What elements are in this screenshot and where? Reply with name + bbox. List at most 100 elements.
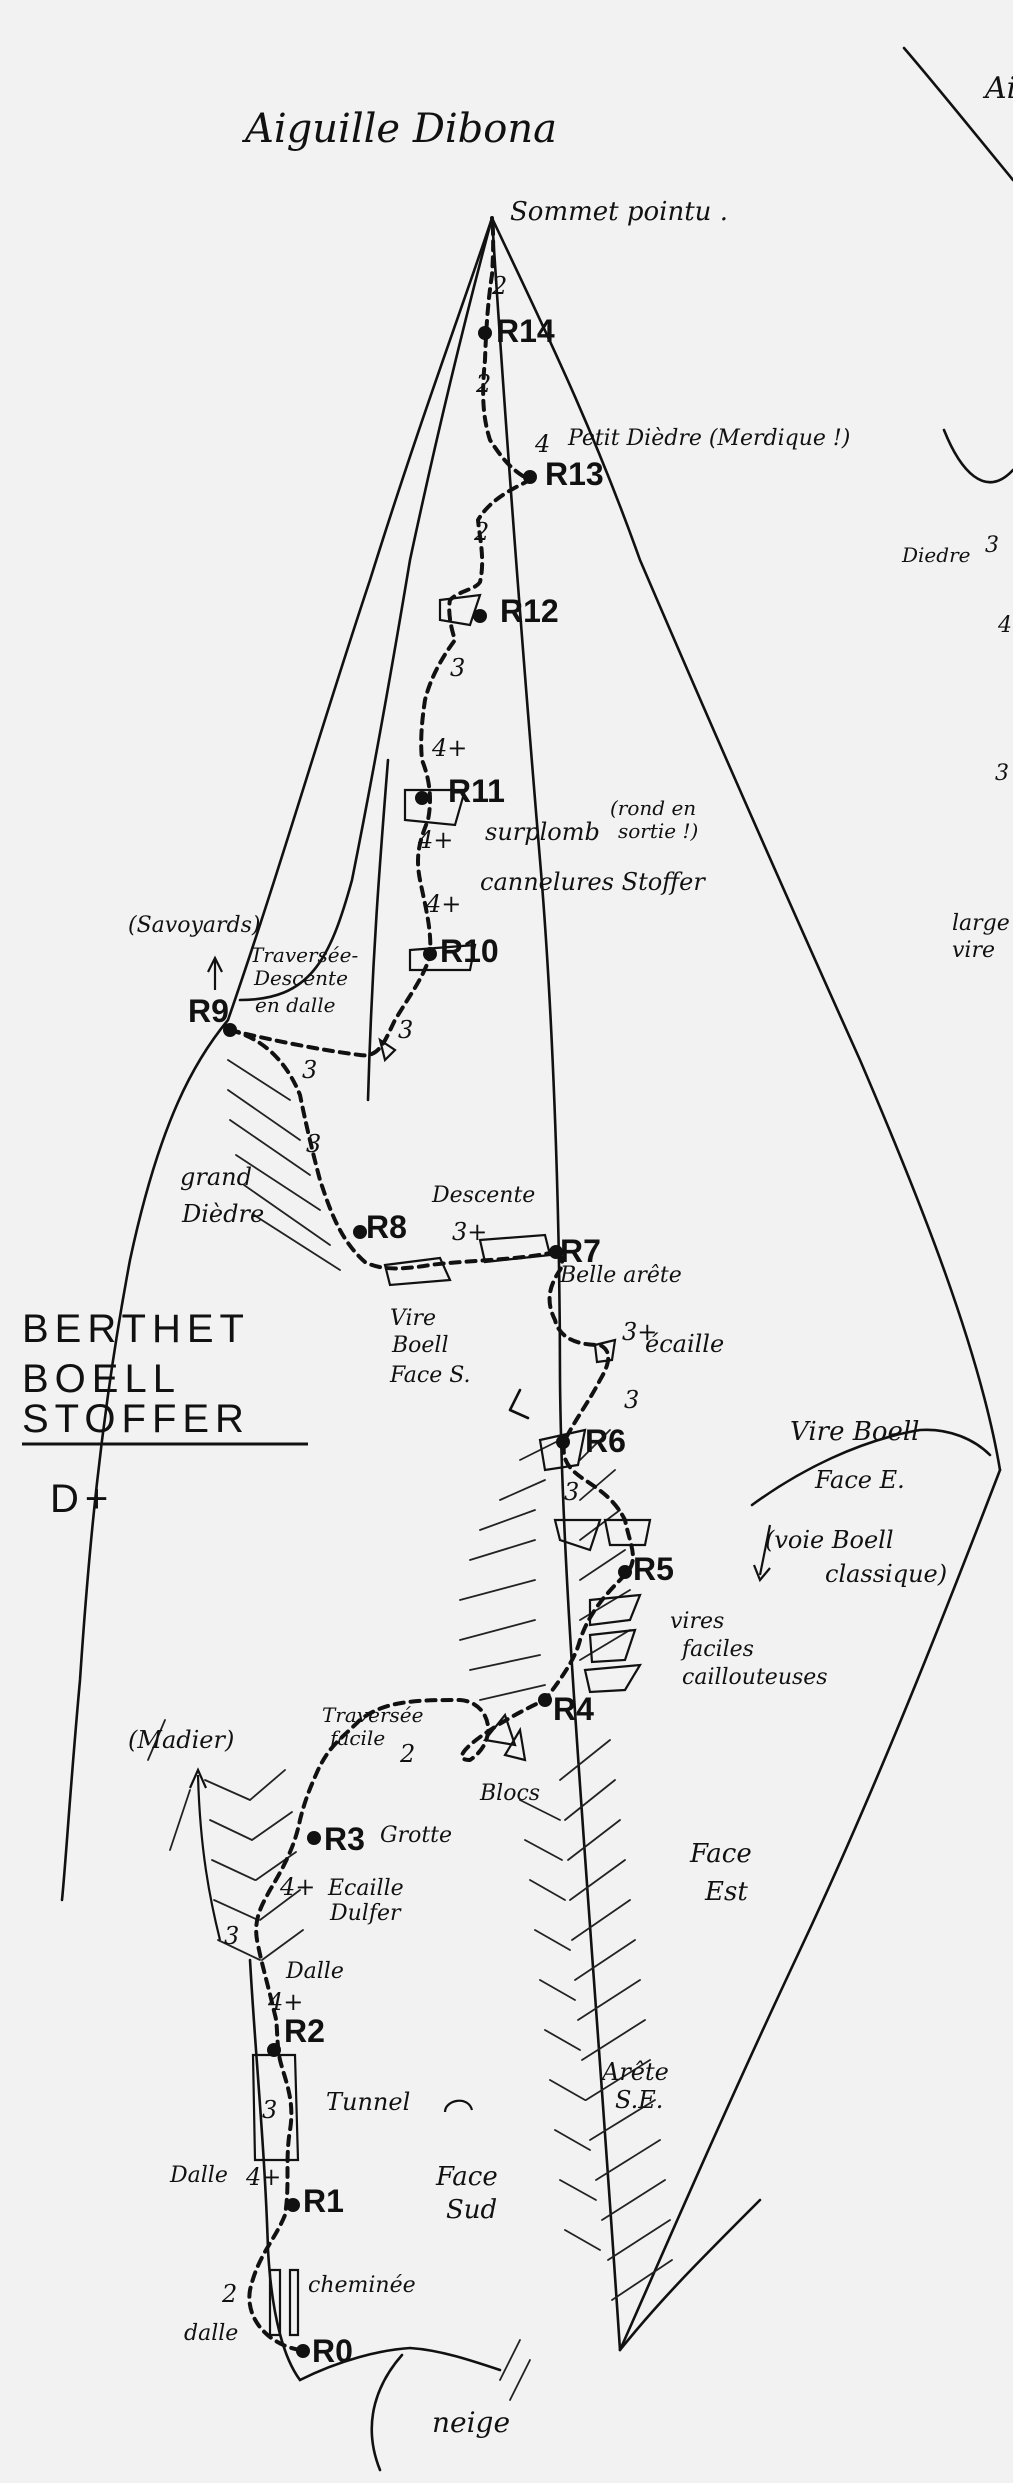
arete-se-1: Arête xyxy=(600,2058,669,2086)
author-1: BERTHET xyxy=(22,1307,250,1351)
voie-boell-2: classique) xyxy=(825,1560,947,1588)
grade-dalle-r0: 2 xyxy=(221,2280,237,2308)
face-est-1: Face xyxy=(689,1839,752,1869)
grade-r2-left: 3 xyxy=(224,1922,239,1950)
tunnel-label: Tunnel xyxy=(326,2088,410,2116)
ecaille-dulfer-2: Dulfer xyxy=(329,1901,402,1926)
grade-r2-above: 4+ xyxy=(267,1988,303,2016)
arete-se-2: S.E. xyxy=(615,2086,663,2114)
traversee-facile-1: Traversée xyxy=(322,1703,423,1727)
mountain-outline xyxy=(60,46,1013,2472)
diedre-right-grade: 3 xyxy=(985,533,999,558)
grade-r11-above: 4+ xyxy=(431,734,467,762)
savoyards-label: (Savoyards) xyxy=(128,913,260,938)
relay-r3: R3 xyxy=(324,1821,365,1857)
grade-r13-below: 2 xyxy=(473,518,489,546)
grade-r10-below: 3 xyxy=(398,1016,413,1044)
author-3: STOFFER xyxy=(22,1397,250,1441)
grade-r3-r4: 2 xyxy=(399,1740,415,1768)
madier-label: (Madier) xyxy=(128,1726,234,1754)
cheminee-label: cheminée xyxy=(308,2273,416,2298)
relay-r5: R5 xyxy=(633,1551,674,1587)
grade-r12-below: 3 xyxy=(450,654,465,682)
summit-label: Sommet pointu . xyxy=(510,197,728,227)
face-hatching xyxy=(147,1059,673,2401)
dalle-label: Dalle xyxy=(285,1959,344,1984)
face-sud-2: Sud xyxy=(446,2195,497,2225)
grade-tunnel: 3 xyxy=(262,2096,277,2124)
relay-r1: R1 xyxy=(303,2183,344,2219)
neige-label: neige xyxy=(432,2406,510,2439)
descente-label: Descente xyxy=(431,1183,535,1208)
grand-diedre-label-1: grand xyxy=(180,1163,252,1191)
face-est-2: Est xyxy=(704,1877,748,1907)
grade-r9-b: 3 xyxy=(306,1130,321,1158)
ecaille-dulfer-1: Ecaille xyxy=(327,1876,404,1901)
route-line-upper xyxy=(228,216,557,1271)
grade-r10-above: 4+ xyxy=(425,890,461,918)
relay-r4: R4 xyxy=(553,1691,594,1727)
relay-r14: R14 xyxy=(496,313,555,349)
grade-r14-below: 2 xyxy=(475,370,491,398)
grand-diedre-label-2: Dièdre xyxy=(181,1200,264,1228)
surplomb-label: surplomb xyxy=(485,818,600,846)
grade-r11-below: 4+ xyxy=(417,826,453,854)
face-e-label: Face E. xyxy=(814,1466,905,1494)
traversee-label-2: Descente xyxy=(253,966,348,990)
large-label-1: large xyxy=(952,911,1010,936)
grade-r6-below: 3 xyxy=(564,1478,579,1506)
vire-boell-s-3: Face S. xyxy=(389,1363,471,1388)
annotations: Aiguille Dibona Ai Sommet pointu . Petit… xyxy=(128,71,1013,2439)
vires-label-1: vires xyxy=(670,1609,724,1634)
title-partial: Ai xyxy=(982,71,1013,106)
large-label-2: vire xyxy=(952,938,995,963)
vire-boell-e-label: Vire Boell xyxy=(790,1417,920,1447)
author-2: BOELL xyxy=(22,1357,181,1401)
relay-r2: R2 xyxy=(284,2013,325,2049)
relay-r12: R12 xyxy=(500,593,559,629)
blocs-label: Blocs xyxy=(479,1781,540,1806)
grade-r7-below: 3+ xyxy=(622,1318,657,1346)
surplomb-note-1: (rond en xyxy=(610,796,696,820)
authors-block: BERTHET BOELL STOFFER D+ xyxy=(22,1307,308,1521)
dalle-r0-label: dalle xyxy=(184,2321,238,2346)
relay-r11: R11 xyxy=(448,773,505,809)
grade-dalle-r1: 4+ xyxy=(245,2163,281,2191)
vire-boell-s-2: Boell xyxy=(391,1333,449,1358)
title: Aiguille Dibona xyxy=(241,106,557,152)
relay-r10: R10 xyxy=(440,933,499,969)
relay-r8: R8 xyxy=(366,1209,407,1245)
grade-r14-above: 2 xyxy=(491,272,507,300)
ecaille-label: écaille xyxy=(645,1330,724,1358)
vires-label-2: faciles xyxy=(680,1637,754,1662)
dalle-r1-label: Dalle xyxy=(169,2163,228,2188)
exit-arrows xyxy=(188,955,772,1941)
relay-r7: R7 xyxy=(560,1233,601,1269)
route-line xyxy=(247,1250,635,2352)
relay-labels: R0 R1 R2 R3 R4 R5 R6 R7 R8 R9 R10 R11 R1… xyxy=(188,313,674,2369)
traversee-label-3: en dalle xyxy=(255,993,335,1017)
grade-r13-above: 4 xyxy=(534,430,550,458)
grade-overall: D+ xyxy=(50,1477,114,1521)
grade-r6-above: 3 xyxy=(624,1386,639,1414)
grade-r7-left: 3+ xyxy=(452,1218,487,1246)
surplomb-note-2: sortie !) xyxy=(618,819,698,843)
grotte-label: Grotte xyxy=(380,1823,452,1848)
grade-r9-a: 3 xyxy=(302,1056,317,1084)
petit-diedre-label: Petit Dièdre (Merdique !) xyxy=(567,426,850,451)
vires-label-3: caillouteuses xyxy=(682,1665,828,1690)
right-grade-4: 4 xyxy=(997,613,1012,638)
grade-r3-below: 4+ xyxy=(279,1873,315,1901)
pitch-grades: 2 2 4 2 3 4+ 4+ 4+ 3 3 3 3+ 3+ 3 3 2 4+ … xyxy=(221,272,657,2308)
relay-r9: R9 xyxy=(188,993,229,1029)
cannelures-label: cannelures Stoffer xyxy=(480,868,706,896)
vire-boell-s-1: Vire xyxy=(390,1306,436,1331)
traversee-label-1: Traversée- xyxy=(250,943,358,967)
voie-boell-1: (voie Boell xyxy=(765,1526,894,1554)
relay-r13: R13 xyxy=(545,456,604,492)
right-grade-3: 3 xyxy=(995,761,1009,786)
relay-r6: R6 xyxy=(585,1423,626,1459)
relay-points xyxy=(223,326,632,2358)
face-sud-1: Face xyxy=(435,2162,498,2192)
